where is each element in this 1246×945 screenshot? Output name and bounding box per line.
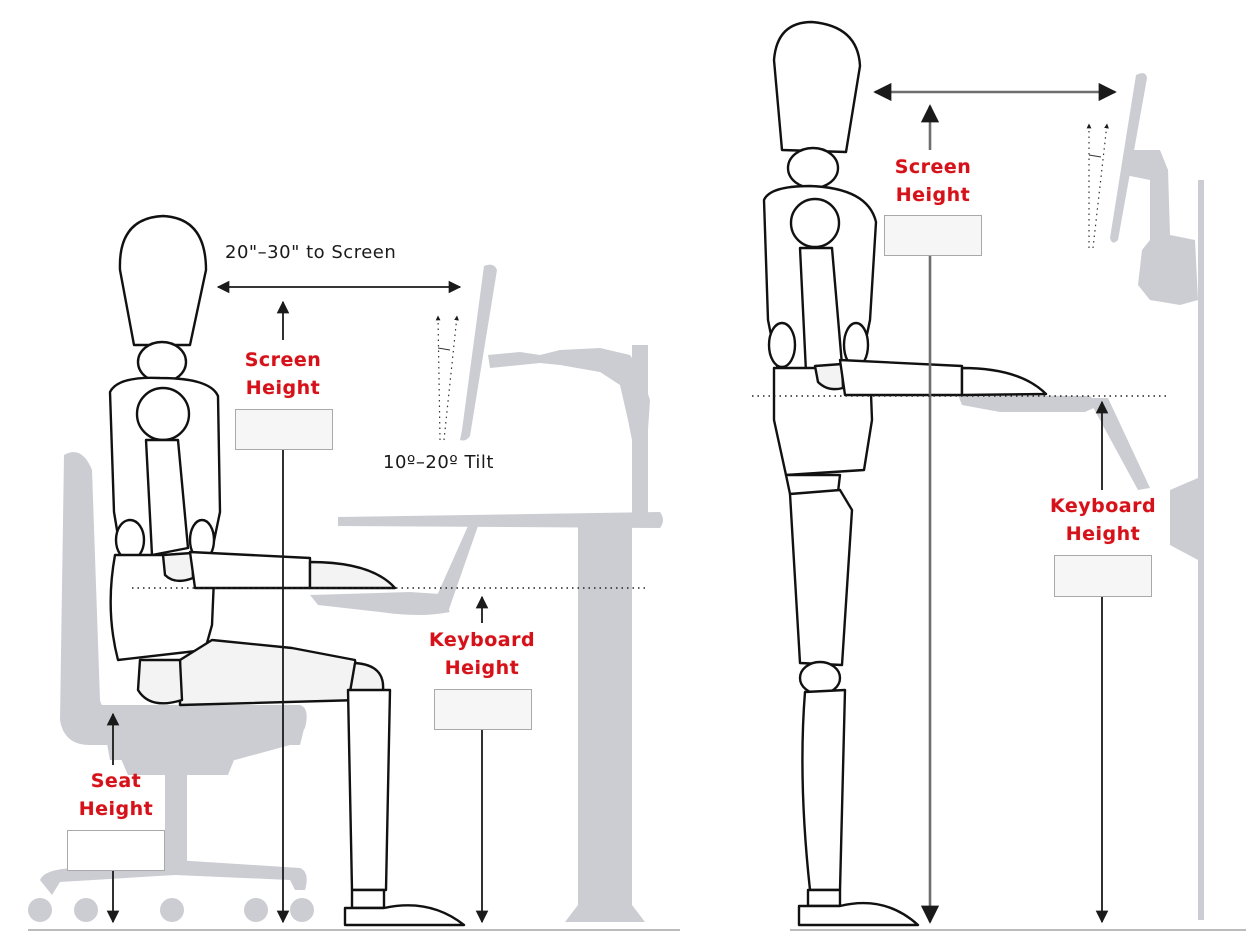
- seat-height-label: Seat Height: [78, 770, 154, 820]
- tilt-arrow-vertical: [435, 315, 441, 441]
- standing-workstation: [958, 73, 1204, 920]
- seated-keyboard-height-value-box[interactable]: [434, 689, 532, 730]
- standing-keyboard-height-value-box[interactable]: [1054, 555, 1152, 597]
- seated-screen-height-label: Screen Height: [244, 349, 322, 399]
- tilt-label: 10º–20º Tilt: [383, 452, 494, 473]
- tilt-arrow-angled: [443, 315, 459, 441]
- seated-mannequin: [108, 214, 466, 927]
- standing-screen-height-value-box[interactable]: [884, 215, 982, 256]
- seated-desk: [310, 512, 663, 922]
- seated-monitor: [460, 264, 650, 520]
- seated-keyboard-height-label: Keyboard Height: [428, 629, 536, 679]
- standing-mannequin: [762, 20, 1048, 927]
- seat-height-value-box[interactable]: [67, 830, 165, 871]
- seated-screen-height-value-box[interactable]: [235, 409, 333, 450]
- tilt-angle-mark: [437, 347, 451, 351]
- standing-tilt-angle-mark: [1088, 154, 1102, 158]
- standing-screen-height-label: Screen Height: [894, 156, 972, 206]
- standing-tilt-arrow-angled: [1092, 123, 1109, 249]
- screen-distance-label: 20"–30" to Screen: [225, 242, 397, 263]
- standing-keyboard-height-label: Keyboard Height: [1049, 495, 1157, 545]
